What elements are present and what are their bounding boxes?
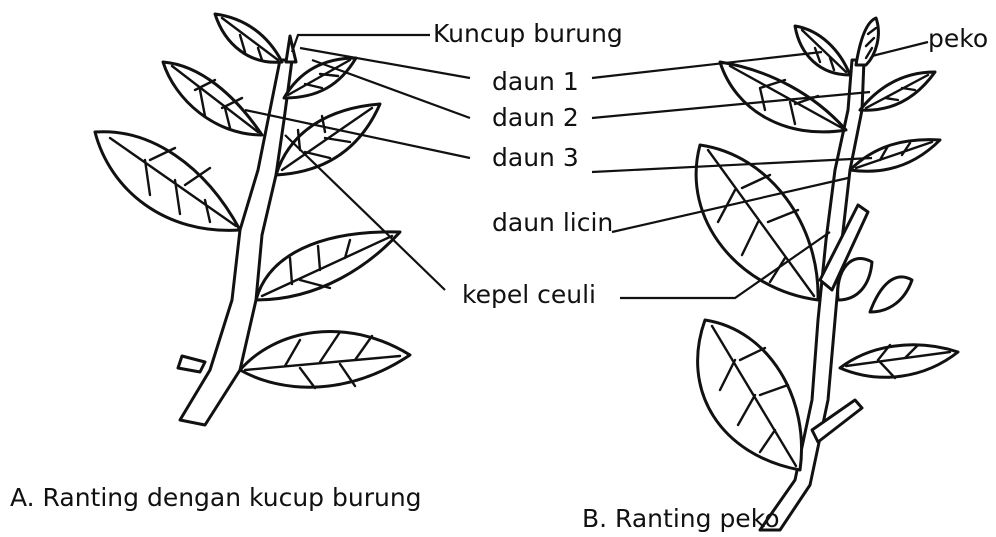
branch-a-leaf-left	[95, 132, 240, 231]
branch-a-leaf-bottom	[240, 331, 410, 387]
lead-daun1-b	[592, 52, 822, 78]
lead-peko	[872, 42, 928, 56]
lead-daun2-a	[312, 60, 470, 118]
label-peko: peko	[928, 26, 988, 51]
caption-a: A. Ranting dengan kucup burung	[10, 485, 422, 510]
label-kuncup-burung: Kuncup burung	[433, 21, 623, 46]
label-kepel-ceuli: kepel ceuli	[462, 282, 596, 307]
caption-b: B. Ranting peko	[582, 506, 780, 531]
label-daun-licin: daun licin	[492, 210, 613, 235]
label-daun-3: daun 3	[492, 145, 579, 170]
branch-b	[696, 18, 958, 530]
branch-a-nub	[178, 356, 205, 372]
branch-a	[95, 14, 410, 425]
branch-a-bud	[286, 36, 296, 62]
branch-b-leaf-curled-2	[870, 277, 912, 312]
label-daun-2: daun 2	[492, 105, 579, 130]
label-daun-1: daun 1	[492, 69, 579, 94]
branch-b-leaf-right-low	[840, 345, 958, 377]
